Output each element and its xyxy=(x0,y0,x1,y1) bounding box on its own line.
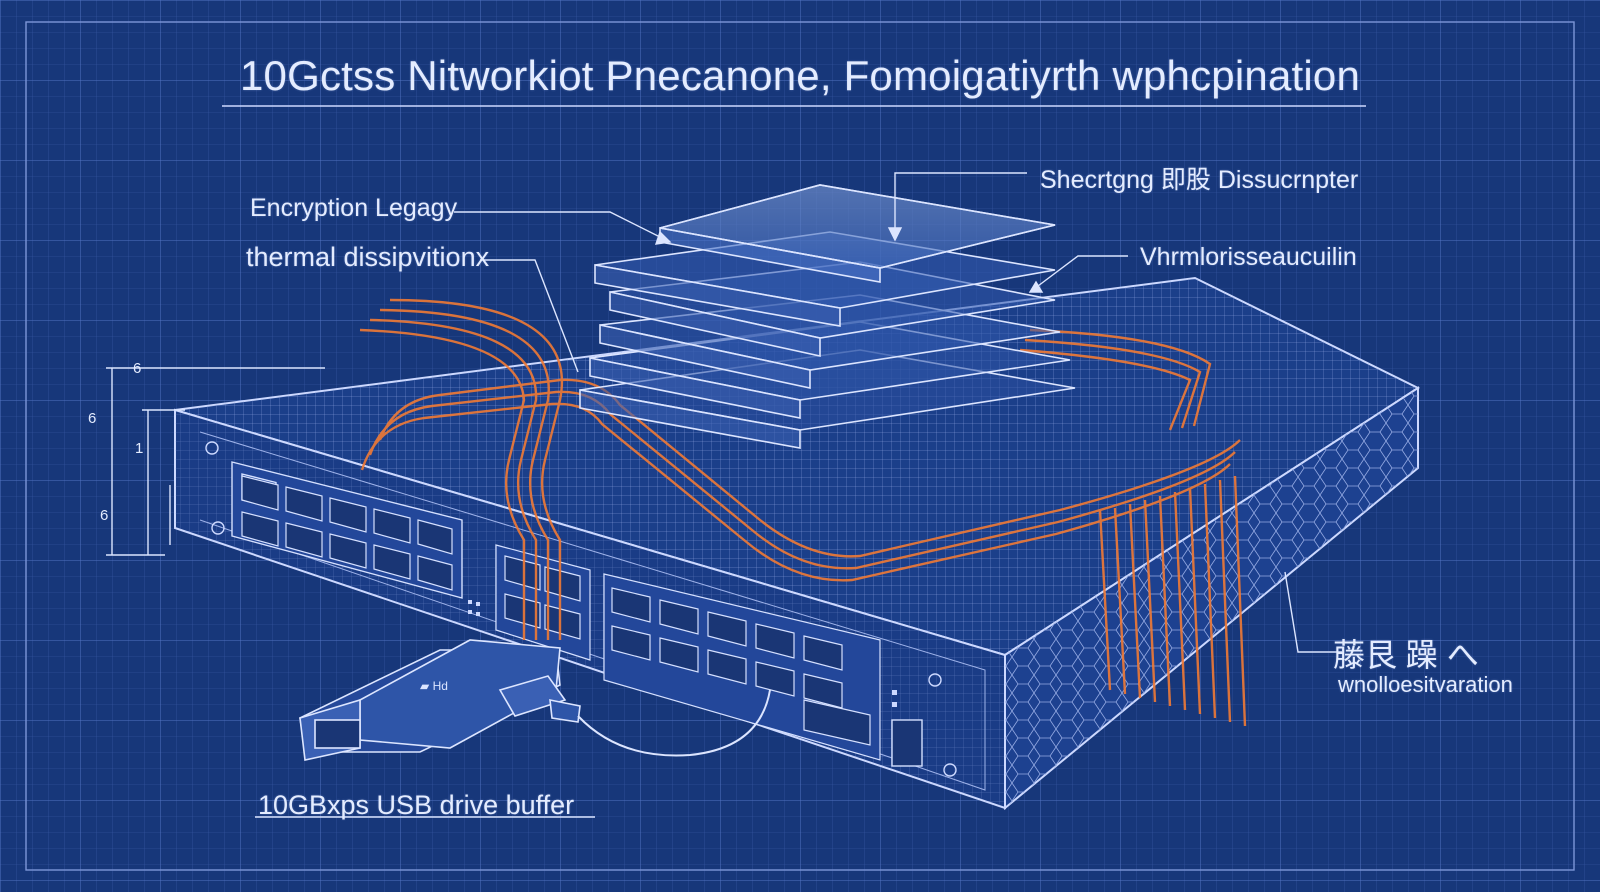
dimension-mark: 1 xyxy=(135,440,144,457)
callout-leaders xyxy=(106,172,1342,818)
led-indicators xyxy=(205,441,957,777)
label-vhr: Vhrmlorisseaucuilin xyxy=(1140,243,1357,271)
svg-text:▰ Hd: ▰ Hd xyxy=(420,679,448,693)
dimension-mark: 6 xyxy=(100,507,109,524)
usb-cable xyxy=(577,689,771,757)
drawing-frame xyxy=(25,21,1575,871)
console-port xyxy=(891,719,923,767)
dimension-mark: 6 xyxy=(88,410,97,427)
ventilation-cells xyxy=(1005,388,1418,808)
ethernet-port-grid-left xyxy=(241,475,453,591)
label-encryption: Encryption Legagy xyxy=(250,194,458,222)
diagram-title: 10Gctss Nitworkiot Pnecanone, Fomoigatiy… xyxy=(239,52,1361,99)
label-thermal: thermal dissipvitionx xyxy=(246,242,490,272)
label-ventilation: wnolloesitvaration xyxy=(1338,672,1513,697)
ethernet-port-grid-right xyxy=(495,544,881,761)
label-cjk: 藤艮 躁 へ xyxy=(1333,637,1479,673)
usb-drive: ▰ Hd xyxy=(299,639,581,761)
dimension-mark: 6 xyxy=(133,360,142,377)
label-shielding: Shecrtgng 即股 Dissucrnpter xyxy=(1040,166,1359,194)
signal-traces xyxy=(359,298,1247,727)
label-usb-buffer: 10GBxps USB drive buffer xyxy=(258,790,575,820)
heat-spreader-stack xyxy=(579,184,1076,449)
